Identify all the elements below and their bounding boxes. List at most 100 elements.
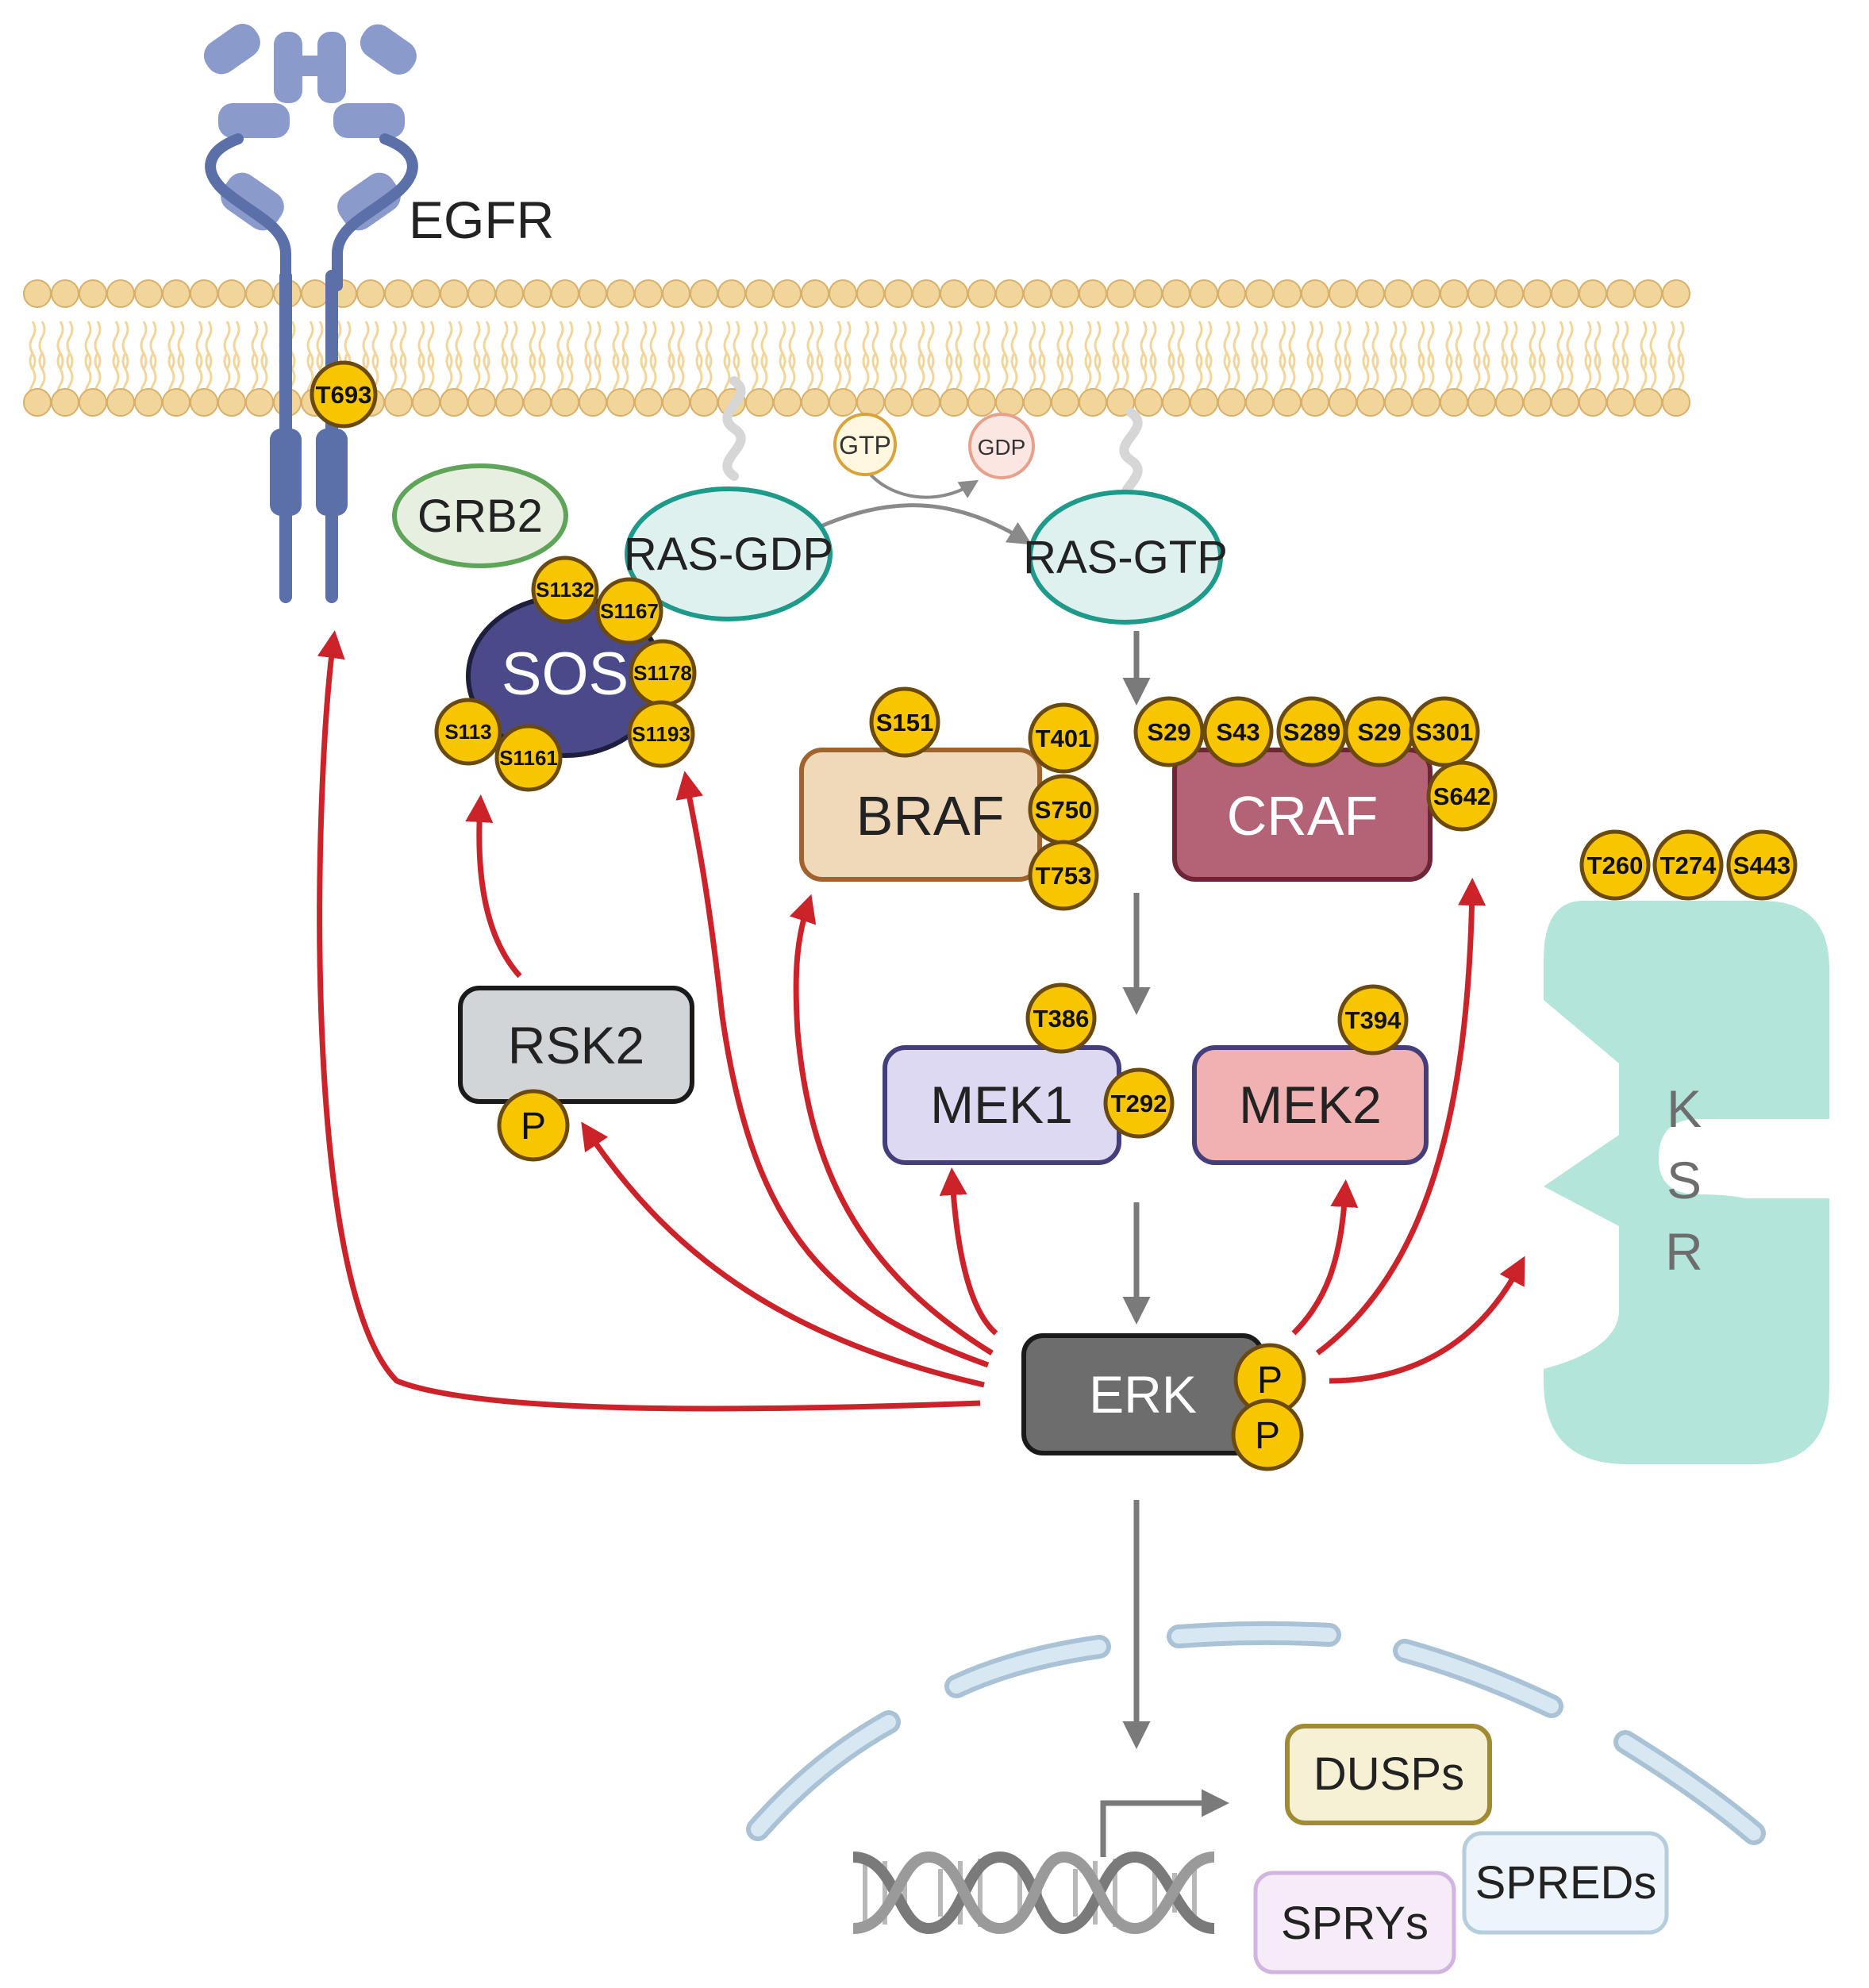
erk-node: ERK [1021,1333,1264,1455]
dna-helix-icon [852,1851,1215,1935]
svg-text:T260: T260 [1587,852,1644,879]
transcription-arrow [1100,1789,1229,1857]
svg-text:S113: S113 [444,720,491,744]
egfr-receptor [203,24,418,603]
svg-text:P: P [1255,1415,1280,1457]
svg-text:S29: S29 [1357,718,1401,746]
rsk2-node: RSK2 [458,986,694,1104]
site-badge: S1193 [627,700,695,768]
braf-node: BRAF [799,748,1042,882]
svg-text:RSK2: RSK2 [508,1016,644,1075]
gtp-node: GTP [833,413,897,476]
arrow-erk-to-mek2 [1291,1179,1359,1336]
dusps-node: DUSPs [1285,1724,1492,1825]
svg-text:MEK1: MEK1 [930,1075,1073,1134]
site-badge: T693 [310,360,378,429]
site-badge: S750 [1028,774,1099,845]
svg-text:GRB2: GRB2 [417,490,543,542]
svg-text:S29: S29 [1147,718,1190,746]
site-badge: T394 [1337,984,1409,1056]
svg-text:T401: T401 [1036,725,1092,752]
site-badge: S443 [1726,829,1798,901]
svg-text:S1178: S1178 [633,661,692,685]
site-badge: S301 [1409,696,1480,767]
site-badge: S1161 [494,724,563,792]
phospho-badge: P [497,1089,570,1162]
ras-gdp-lipid-anchor [722,376,746,481]
site-badge: S1178 [629,639,697,707]
ras-exchange-arrow [816,503,1033,545]
svg-text:SPREDs: SPREDs [1475,1857,1657,1909]
svg-text:T292: T292 [1111,1090,1167,1117]
phospho-badge: P [1233,1343,1306,1416]
arrow-rsk2-to-sos [465,794,522,979]
arrow-erk-to-rsk2 [581,1121,985,1388]
phospho-badge: P [1231,1398,1304,1471]
svg-text:S301: S301 [1416,718,1473,746]
ras-gtp-node: RAS-GTP [1023,490,1228,625]
svg-text:T693: T693 [316,381,372,409]
site-badge: S113 [434,698,502,766]
svg-text:CRAF: CRAF [1227,785,1379,847]
site-badge: S29 [1133,696,1205,767]
svg-text:MEK2: MEK2 [1239,1075,1382,1134]
svg-text:SOS: SOS [502,640,629,708]
svg-text:DUSPs: DUSPs [1313,1748,1464,1800]
svg-text:SPRYs: SPRYs [1281,1898,1429,1949]
site-badge: T386 [1025,982,1097,1054]
craf-node: CRAF [1172,748,1433,882]
egfr-label: EGFR [409,190,554,249]
site-badge: T292 [1103,1067,1175,1139]
svg-text:S750: S750 [1035,796,1092,824]
cell-membrane [23,279,1690,417]
arrow-erk-to-egfr [317,630,981,1412]
svg-text:S1193: S1193 [632,722,690,746]
ras-gdp-node: RAS-GDP [624,486,833,621]
mek2-node: MEK2 [1192,1045,1429,1165]
svg-text:ERK: ERK [1089,1365,1197,1424]
site-badge: S642 [1426,760,1498,832]
site-badge: S1167 [595,577,663,645]
svg-text:S151: S151 [876,709,933,736]
svg-text:K: K [1667,1079,1702,1138]
svg-text:R: R [1665,1222,1703,1281]
svg-text:BRAF: BRAF [856,785,1005,847]
gdp-node: GDP [968,413,1035,479]
svg-text:RAS-GTP: RAS-GTP [1023,532,1228,583]
svg-text:S: S [1667,1151,1702,1209]
svg-text:RAS-GDP: RAS-GDP [624,529,833,580]
site-badge: S289 [1276,696,1348,767]
spreds-node: SPREDs [1462,1831,1669,1935]
site-badge: T274 [1652,829,1724,901]
svg-text:S642: S642 [1433,783,1490,810]
svg-text:P: P [1257,1359,1283,1402]
svg-text:T753: T753 [1036,862,1092,890]
arrow-erk-to-craf [1315,878,1486,1355]
svg-text:S1167: S1167 [600,599,659,623]
svg-text:GTP: GTP [839,431,891,460]
phosphorylation-sites: T693 S1132 S1167 S1178 S1193 S113 S1161 … [310,360,1798,1471]
svg-text:T274: T274 [1660,852,1717,879]
svg-text:P: P [521,1106,546,1148]
site-badge: T401 [1028,702,1099,774]
site-badge: S29 [1344,696,1415,767]
sprys-node: SPRYs [1253,1871,1456,1975]
arrow-erk-to-sos [675,771,990,1368]
ksr-node: K S R [1544,901,1829,1464]
grb2-node: GRB2 [392,463,568,568]
nuclear-envelope [746,1621,1766,1845]
svg-text:S289: S289 [1283,718,1340,746]
arrow-erk-to-braf [789,894,994,1355]
mek1-node: MEK1 [883,1045,1121,1165]
site-badge: T260 [1579,829,1651,901]
gtp-gdp-arrow [863,467,979,499]
svg-text:T386: T386 [1033,1005,1090,1032]
svg-text:S443: S443 [1733,852,1790,879]
svg-text:GDP: GDP [978,435,1026,460]
svg-text:S43: S43 [1216,718,1259,746]
arrow-erk-to-mek1 [939,1167,998,1336]
svg-text:T394: T394 [1345,1006,1402,1034]
svg-text:S1161: S1161 [499,746,558,770]
arrow-erk-to-ksr [1329,1255,1525,1384]
